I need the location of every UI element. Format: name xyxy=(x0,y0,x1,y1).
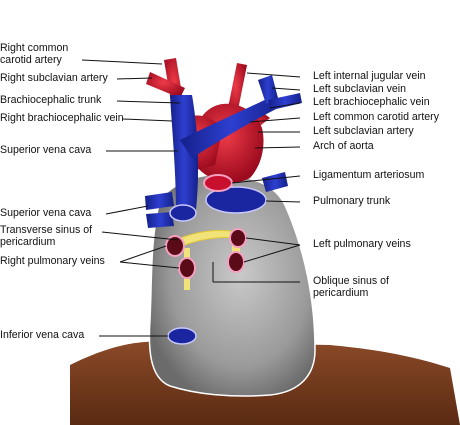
label-left-brachiocephalic-vein: Left brachiocephalic vein xyxy=(313,96,430,108)
left-pulmonary-vein-lower xyxy=(227,251,245,273)
label-superior-vena-cava-bottom: Superior vena cava xyxy=(0,207,92,219)
label-right-common-carotid: Right common carotid artery xyxy=(0,42,130,66)
label-left-subclavian-artery: Left subclavian artery xyxy=(313,125,414,137)
label-superior-vena-cava-top: Superior vena cava xyxy=(0,144,92,156)
label-arch-of-aorta: Arch of aorta xyxy=(313,140,374,152)
label-left-subclavian-vein: Left subclavian vein xyxy=(313,83,407,95)
superior-vena-cava-upper-stub xyxy=(145,192,174,210)
right-pulmonary-vein-lower xyxy=(178,257,196,279)
inferior-vena-cava-opening xyxy=(167,327,197,345)
svc-opening xyxy=(169,204,197,222)
left-pulmonary-vein-upper xyxy=(229,228,247,248)
left-internal-jugular-vein-vessel xyxy=(258,75,278,104)
label-oblique-sinus-line2: pericardium xyxy=(313,286,369,299)
label-right-common-carotid-line2: carotid artery xyxy=(0,53,62,66)
superior-vena-cava-lower-stub xyxy=(146,212,174,228)
label-pulmonary-trunk: Pulmonary trunk xyxy=(313,195,391,207)
ligamentum-arteriosum-ring xyxy=(203,174,233,192)
label-oblique-sinus: Oblique sinus of pericardium xyxy=(313,275,453,299)
label-brachiocephalic-trunk: Brachiocephalic trunk xyxy=(0,94,102,106)
pulmonary-vein-stub xyxy=(262,172,288,192)
label-left-pulmonary-veins: Left pulmonary veins xyxy=(313,238,411,250)
label-right-pulmonary-veins: Right pulmonary veins xyxy=(0,255,105,267)
left-brachiocephalic-vein-vessel xyxy=(180,95,282,158)
leader-lines xyxy=(81,59,301,337)
left-subclavian-vein-vessel xyxy=(268,93,302,110)
label-oblique-sinus-line1: Oblique sinus of xyxy=(313,275,389,287)
label-inferior-vena-cava: Inferior vena cava xyxy=(0,329,85,341)
label-transverse-sinus-line2: pericardium xyxy=(0,235,56,248)
label-left-internal-jugular-vein: Left internal jugular vein xyxy=(313,70,426,82)
label-right-subclavian-artery: Right subclavian artery xyxy=(0,72,108,84)
label-left-common-carotid-artery: Left common carotid artery xyxy=(313,111,439,123)
right-subclavian-artery xyxy=(146,72,185,98)
label-transverse-sinus: Transverse sinus of pericardium xyxy=(0,224,120,248)
label-right-brachiocephalic-vein: Right brachiocephalic vein xyxy=(0,112,124,124)
label-transverse-sinus-line1: Transverse sinus of xyxy=(0,224,93,236)
label-ligamentum-arteriosum: Ligamentum arteriosum xyxy=(313,169,425,181)
pulmonary-trunk-opening xyxy=(205,186,267,214)
superior-vena-cava-vessel xyxy=(170,95,199,212)
label-right-common-carotid-line1: Right common xyxy=(0,42,69,54)
